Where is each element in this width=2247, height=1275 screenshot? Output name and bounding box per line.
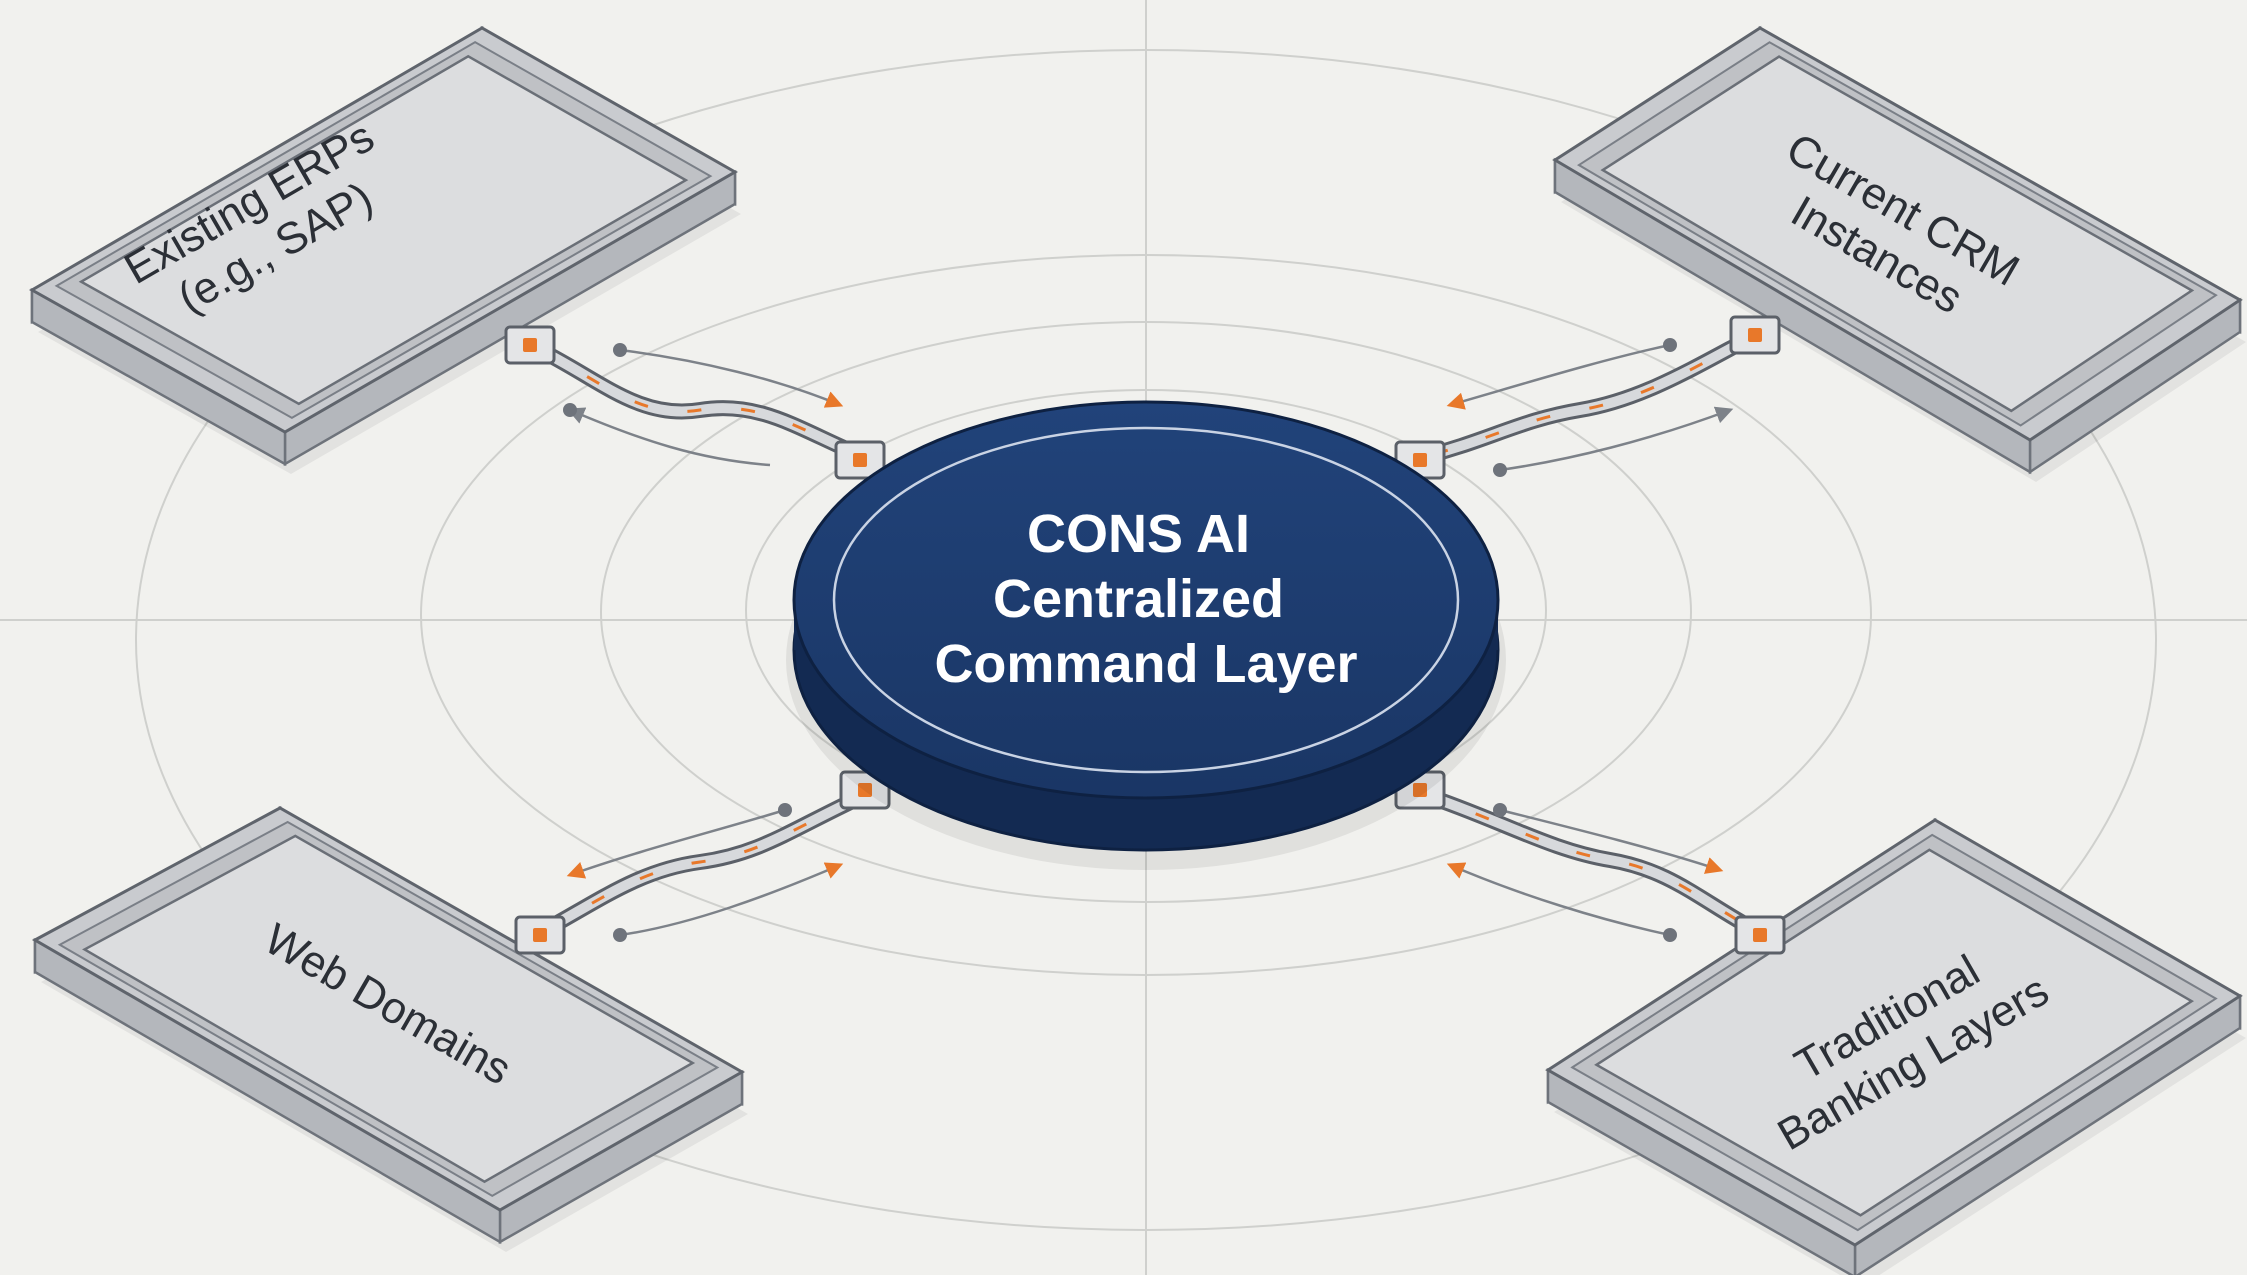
hub-top	[792, 400, 1500, 800]
flow-origin-dot	[1493, 803, 1507, 817]
cable-erp	[504, 325, 886, 480]
flow-origin-dot	[1663, 928, 1677, 942]
data-flow-arrow	[1446, 343, 1671, 410]
panel-face	[78, 54, 689, 406]
cable-banking	[1394, 770, 1786, 955]
cable-web	[514, 770, 891, 955]
panel-face	[1594, 848, 2195, 1217]
cable-accent	[1424, 793, 1756, 932]
connector-plug	[1729, 315, 1781, 355]
flow-origin-dot	[613, 343, 627, 357]
cable-accent	[539, 348, 861, 457]
connector-plug	[514, 915, 566, 955]
data-flow-arrow	[566, 808, 786, 879]
hub-label-line-2: Centralized	[993, 569, 1284, 629]
hub-label-line-3: Command Layer	[934, 634, 1357, 694]
connector-plug	[504, 325, 556, 365]
flow-origin-dot	[563, 403, 577, 417]
data-flow-arrow	[619, 348, 844, 408]
hub-inner-ring	[832, 426, 1460, 774]
data-flow-arrow	[1499, 808, 1724, 874]
panel-web[interactable]: Web Domains	[31, 805, 748, 1252]
cable-crm	[1394, 315, 1781, 480]
panel-face	[82, 834, 696, 1184]
panel-banking[interactable]: TraditionalBanking Layers	[1545, 817, 2246, 1275]
hub-label: CONS AI Centralized Command Layer	[934, 504, 1357, 694]
hub-label-line-1: CONS AI	[1027, 504, 1250, 564]
panel-crm[interactable]: Current CRMInstances	[1552, 25, 2246, 482]
flow-origin-dot	[778, 803, 792, 817]
cable-outline	[532, 342, 868, 463]
data-flow-arrow	[1446, 862, 1671, 937]
connector-plug	[834, 440, 886, 480]
cable-accent	[1419, 336, 1751, 460]
flow-origin-dot	[613, 928, 627, 942]
flow-origin-dot	[1663, 338, 1677, 352]
central-hub[interactable]: CONS AI Centralized Command Layer	[786, 400, 1506, 870]
connector-cables	[504, 315, 1786, 955]
cable-accent	[544, 793, 866, 932]
data-flow-arrow	[1499, 406, 1734, 472]
connector-plug	[1734, 915, 1786, 955]
panel-face	[1600, 55, 2195, 413]
data-flow-arrow	[619, 862, 844, 937]
flow-origin-dot	[1493, 463, 1507, 477]
data-flow-arrow	[566, 407, 771, 467]
